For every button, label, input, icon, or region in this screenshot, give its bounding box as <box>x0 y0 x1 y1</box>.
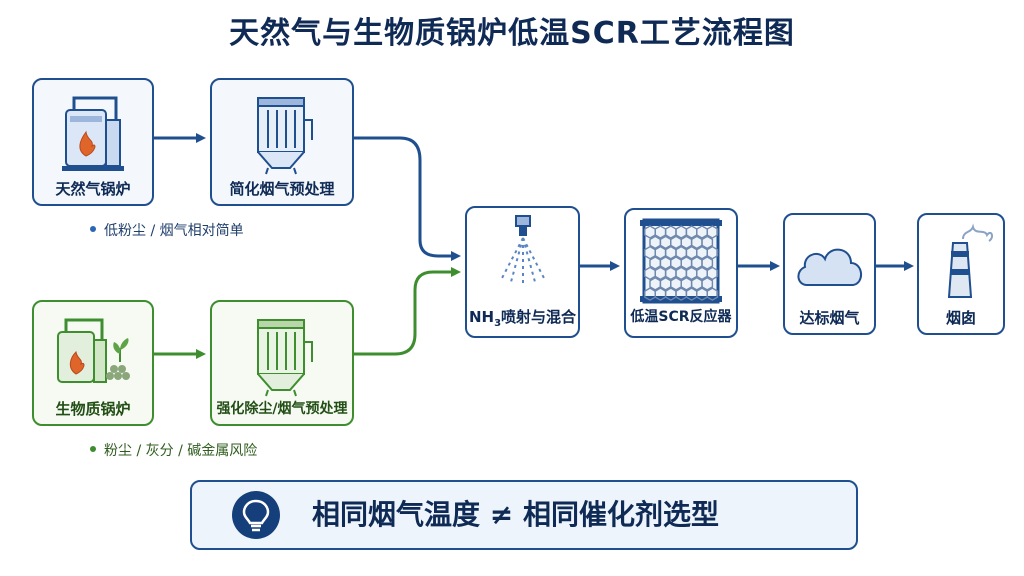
chimney-box: 烟囱 <box>917 213 1005 335</box>
bullet-dot <box>90 226 96 232</box>
enhanced-pretreat-box: 强化除尘/烟气预处理 <box>210 300 354 426</box>
clean-gas-label: 达标烟气 <box>799 309 860 327</box>
honeycomb-cell <box>706 266 719 281</box>
honeycomb-cell <box>701 276 714 291</box>
biomass-boiler-label: 生物质锅炉 <box>55 400 131 418</box>
honeycomb-cell <box>701 256 714 270</box>
clean-gas-box: 达标烟气 <box>783 213 876 335</box>
scr-reactor-box: 低温SCR反应器 <box>624 208 738 338</box>
page-title: 天然气与生物质锅炉低温SCR工艺流程图 <box>229 16 795 51</box>
bullet-dot <box>90 446 96 452</box>
nh3-prefix: NH <box>468 308 495 326</box>
nh3-injection-box: NH3喷射与混合 <box>465 206 580 338</box>
arrow-top-pretreat-to-injection <box>354 136 461 261</box>
bag-filter-icon <box>257 319 313 397</box>
natural-gas-boiler-box: 天然气锅炉 <box>32 78 154 206</box>
honeycomb-cell <box>701 235 714 250</box>
simplified-pretreat-label: 简化烟气预处理 <box>229 180 335 198</box>
honeycomb-catalyst-icon <box>640 218 722 304</box>
nh3-injection-label: NH3喷射与混合 <box>467 306 578 329</box>
gas-boiler-icon <box>62 96 124 171</box>
biomass-boiler-icon <box>57 318 130 383</box>
spray-nozzle-icon <box>500 215 546 284</box>
natural-gas-note-text: 低粉尘 / 烟气相对简单 <box>104 223 244 239</box>
chimney-icon <box>947 223 994 298</box>
bag-filter-icon <box>257 97 313 175</box>
natural-gas-note: 低粉尘 / 烟气相对简单 <box>90 220 244 240</box>
arrow-bottom-pretreat-to-injection <box>354 267 461 356</box>
nh3-subscript: 3 <box>494 318 502 329</box>
scr-reactor-label: 低温SCR反应器 <box>630 309 732 325</box>
honeycomb-cell <box>706 245 719 260</box>
biomass-note-text: 粉尘 / 灰分 / 碱金属风险 <box>104 443 258 459</box>
chimney-label: 烟囱 <box>945 309 976 327</box>
honeycomb-cell <box>706 225 719 239</box>
natural-gas-boiler-label: 天然气锅炉 <box>55 180 131 198</box>
key-message-text: 相同烟气温度 ≠ 相同催化剂选型 <box>312 498 719 531</box>
biomass-note: 粉尘 / 灰分 / 碱金属风险 <box>90 440 257 460</box>
simplified-pretreat-box: 简化烟气预处理 <box>210 78 354 206</box>
key-message-banner: 相同烟气温度 ≠ 相同催化剂选型 <box>190 480 858 550</box>
honeycomb-cell <box>706 287 719 301</box>
enhanced-pretreat-label: 强化除尘/烟气预处理 <box>216 401 348 417</box>
cloud-icon <box>797 248 862 286</box>
nh3-suffix: 喷射与混合 <box>501 308 577 326</box>
biomass-boiler-box: 生物质锅炉 <box>32 300 154 426</box>
lightbulb-icon <box>232 491 280 539</box>
